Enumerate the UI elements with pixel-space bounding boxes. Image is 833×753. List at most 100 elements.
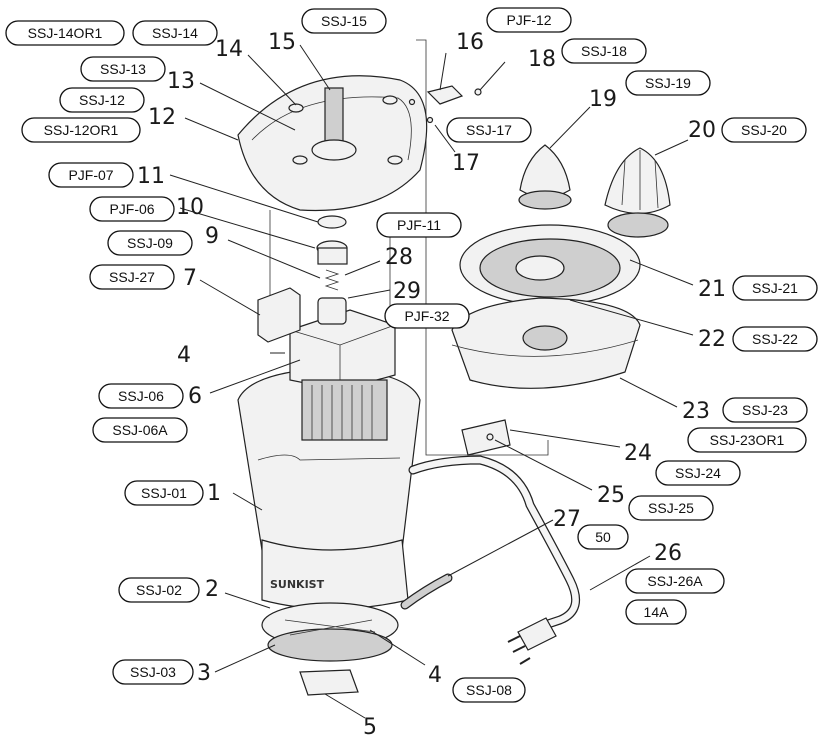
- svg-text:SSJ-22: SSJ-22: [752, 331, 798, 347]
- svg-text:SSJ-15: SSJ-15: [321, 13, 367, 29]
- svg-text:SSJ-08: SSJ-08: [466, 682, 512, 698]
- svg-text:PJF-06: PJF-06: [109, 201, 154, 217]
- code-pill-ssj-25: SSJ-25: [628, 495, 714, 521]
- part-number-2: 2: [205, 577, 219, 602]
- svg-text:SSJ-12: SSJ-12: [79, 92, 125, 108]
- code-pill-ssj-06: SSJ-06: [98, 383, 184, 409]
- code-pill-ssj-18: SSJ-18: [561, 38, 647, 64]
- code-pill-ssj-22: SSJ-22: [732, 326, 818, 352]
- part-number-25: 25: [597, 483, 625, 508]
- code-pill-ssj-14: SSJ-14: [132, 20, 218, 46]
- svg-text:SSJ-26A: SSJ-26A: [647, 573, 703, 589]
- label-plate: [299, 669, 359, 696]
- part-number-10: 10: [176, 195, 204, 220]
- code-pill-ssj-02: SSJ-02: [118, 577, 200, 603]
- part-number-20: 20: [688, 118, 716, 143]
- code-pill-ssj-17: SSJ-17: [446, 117, 532, 143]
- code-pill-ssj-01: SSJ-01: [124, 480, 204, 506]
- part-number-3: 3: [197, 661, 211, 686]
- part-number-7: 7: [183, 266, 197, 291]
- code-pill-ssj-21: SSJ-21: [732, 275, 818, 301]
- code-pill-pjf-12: PJF-12: [486, 7, 572, 33]
- code-pill-ssj-14or1: SSJ-14OR1: [5, 20, 125, 46]
- svg-text:SSJ-13: SSJ-13: [100, 61, 146, 77]
- code-pill-pjf-32: PJF-32: [384, 303, 470, 329]
- svg-text:SSJ-23OR1: SSJ-23OR1: [710, 432, 785, 448]
- svg-text:SSJ-06A: SSJ-06A: [112, 422, 168, 438]
- code-pill-ssj-08: SSJ-08: [452, 677, 526, 703]
- leader-lines: [169, 44, 694, 719]
- svg-text:50: 50: [595, 529, 611, 545]
- svg-text:SSJ-01: SSJ-01: [141, 485, 187, 501]
- code-pill-pjf-06: PJF-06: [89, 196, 175, 222]
- part-number-27: 27: [553, 507, 581, 532]
- part-number-22: 22: [698, 327, 726, 352]
- svg-text:SSJ-17: SSJ-17: [466, 122, 512, 138]
- part-number-16: 16: [456, 30, 484, 55]
- code-pill-ssj-09: SSJ-09: [107, 230, 193, 256]
- strainer: [459, 224, 641, 306]
- code-pill-14a: 14A: [625, 599, 687, 625]
- code-pill-ssj-20: SSJ-20: [721, 117, 807, 143]
- code-pill-ssj-15: SSJ-15: [301, 8, 387, 34]
- code-pill-pjf-07: PJF-07: [48, 162, 134, 188]
- small-bracket: [408, 85, 482, 124]
- svg-text:SSJ-06: SSJ-06: [118, 388, 164, 404]
- illustration: SUNKIST: [237, 39, 671, 696]
- part-code-labels: SSJ-14OR1 SSJ-14 SSJ-15 PJF-12 SSJ-18 SS…: [5, 7, 818, 703]
- part-number-13: 13: [167, 69, 195, 94]
- part-number-21: 21: [698, 277, 726, 302]
- svg-text:SSJ-03: SSJ-03: [130, 664, 176, 680]
- code-pill-ssj-12: SSJ-12: [59, 87, 145, 113]
- part-number-24: 24: [624, 441, 652, 466]
- svg-text:SSJ-12OR1: SSJ-12OR1: [44, 122, 119, 138]
- part-number-12: 12: [148, 105, 176, 130]
- part-number-28: 28: [385, 245, 413, 270]
- svg-text:SSJ-23: SSJ-23: [742, 402, 788, 418]
- part-number-18: 18: [528, 47, 556, 72]
- top-cover: [237, 75, 428, 212]
- code-pill-ssj-13: SSJ-13: [80, 56, 166, 82]
- part-numbers: 1 2 3 4 4 5 6 7 9 10 11 12 13 14 15 16 1…: [137, 30, 726, 740]
- bottom-foot: [261, 602, 399, 662]
- large-reamer: [604, 147, 671, 238]
- code-pill-ssj-24: SSJ-24: [655, 460, 741, 486]
- part-number-4b: 4: [428, 663, 442, 688]
- part-number-14: 14: [215, 37, 243, 62]
- svg-text:SSJ-02: SSJ-02: [136, 582, 182, 598]
- part-number-9: 9: [205, 224, 219, 249]
- part-number-17: 17: [452, 151, 480, 176]
- svg-text:SSJ-09: SSJ-09: [127, 235, 173, 251]
- small-reamer: [518, 144, 572, 210]
- part-number-29: 29: [393, 279, 421, 304]
- spout: [461, 419, 511, 456]
- juice-bowl: [451, 297, 641, 389]
- code-pill-ssj-12or1: SSJ-12OR1: [21, 117, 141, 143]
- svg-text:PJF-11: PJF-11: [397, 217, 441, 233]
- svg-text:SSJ-18: SSJ-18: [581, 43, 627, 59]
- code-pill-ssj-03: SSJ-03: [112, 659, 194, 685]
- part-number-6: 6: [188, 384, 202, 409]
- code-pill-pjf-11: PJF-11: [376, 212, 462, 238]
- svg-text:SSJ-14OR1: SSJ-14OR1: [28, 25, 103, 41]
- brand-text: SUNKIST: [270, 578, 325, 591]
- part-number-19: 19: [589, 87, 617, 112]
- coupling-stack: [316, 215, 348, 291]
- code-pill-ssj-23or1: SSJ-23OR1: [687, 427, 807, 453]
- svg-text:SSJ-14: SSJ-14: [152, 25, 198, 41]
- switch-bracket: [257, 287, 301, 343]
- part-number-1: 1: [207, 481, 221, 506]
- part-number-26: 26: [654, 541, 682, 566]
- svg-text:SSJ-25: SSJ-25: [648, 500, 694, 516]
- svg-text:SSJ-21: SSJ-21: [752, 280, 798, 296]
- code-pill-ssj-23: SSJ-23: [722, 397, 808, 423]
- svg-text:SSJ-27: SSJ-27: [109, 269, 155, 285]
- code-pill-50: 50: [577, 524, 629, 550]
- code-pill-ssj-27: SSJ-27: [89, 264, 175, 290]
- svg-text:PJF-32: PJF-32: [404, 308, 449, 324]
- motor: [289, 297, 396, 441]
- part-number-5: 5: [363, 715, 377, 740]
- svg-text:PJF-12: PJF-12: [506, 12, 551, 28]
